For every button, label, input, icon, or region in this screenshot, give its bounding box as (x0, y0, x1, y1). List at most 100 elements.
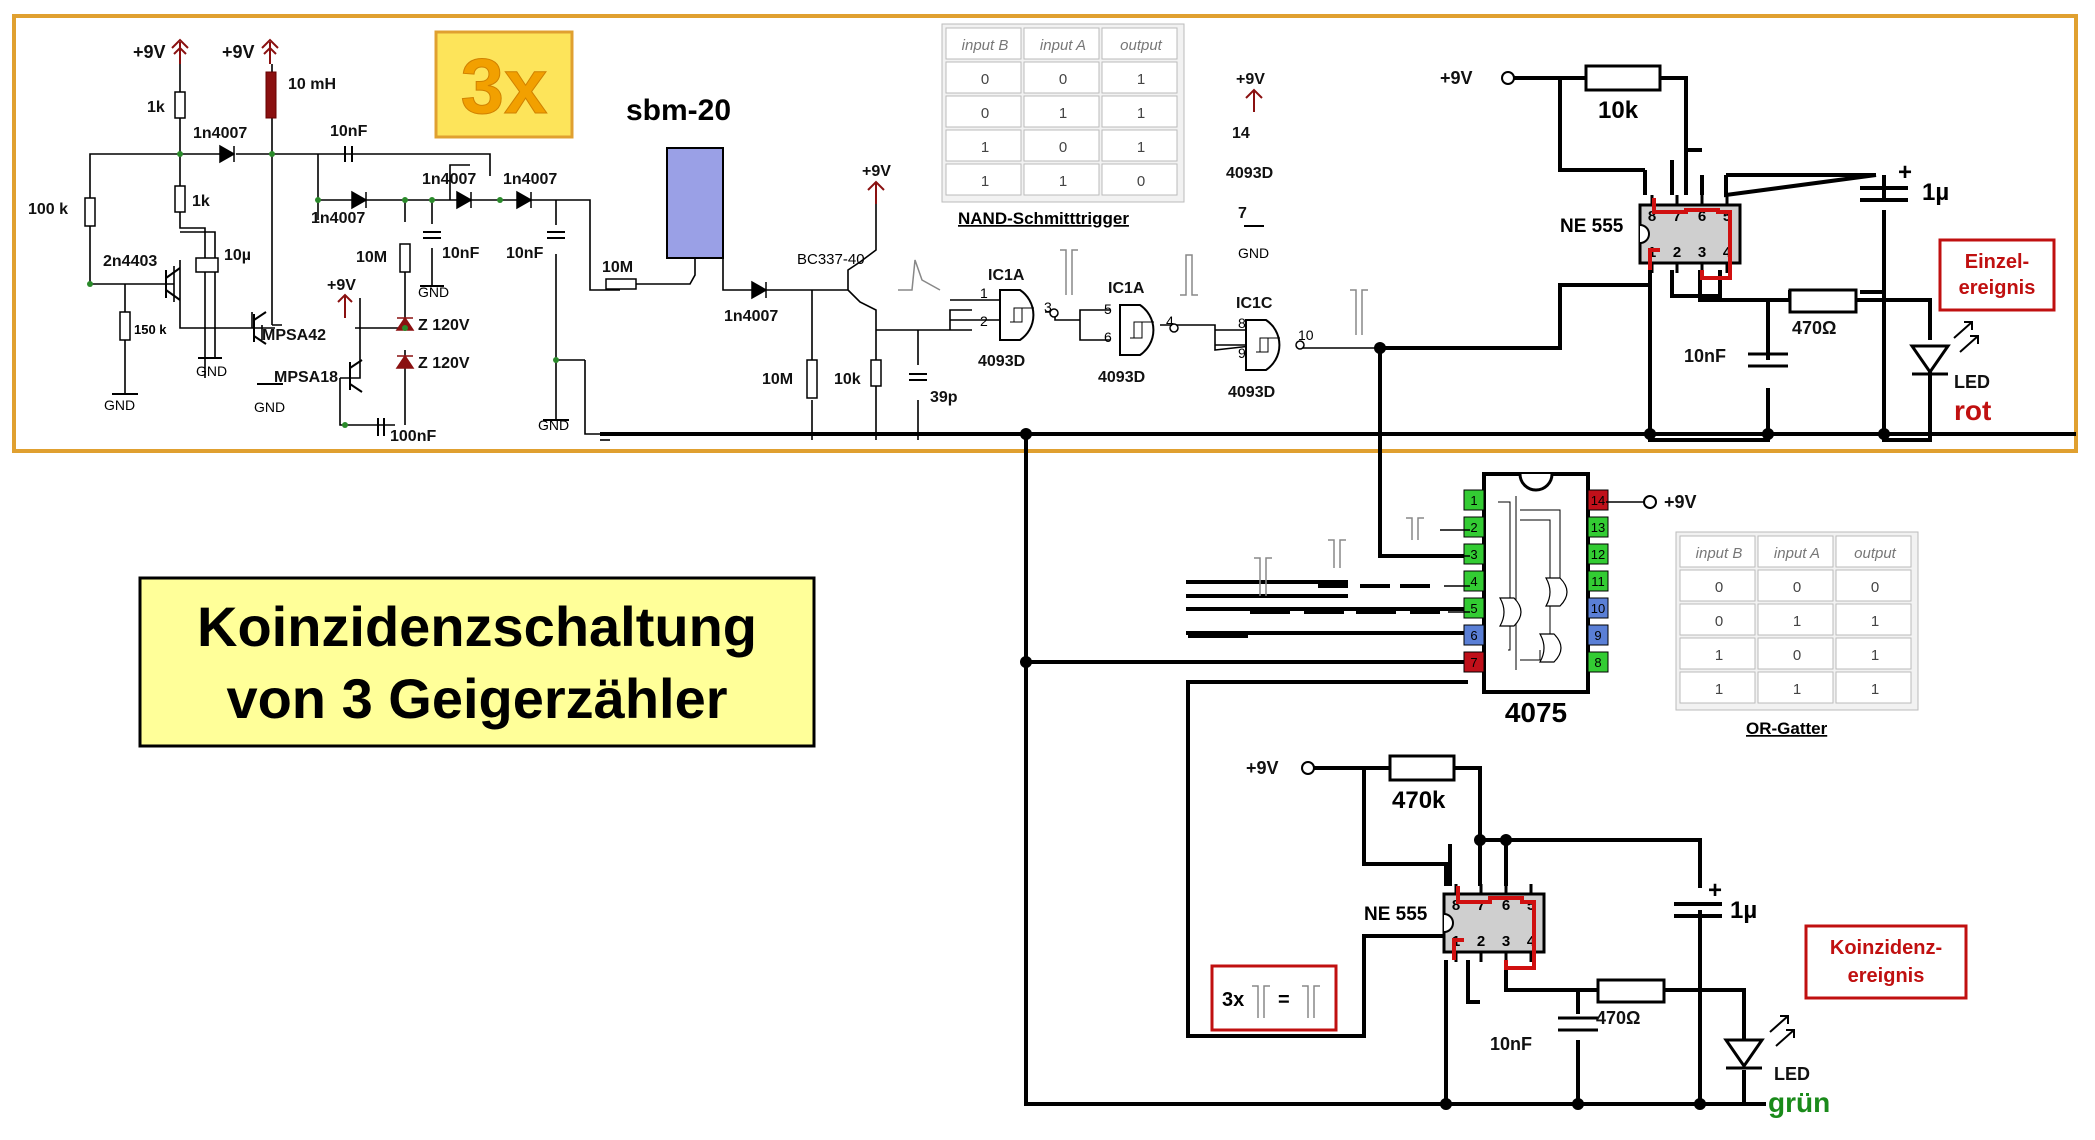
capacitor-c6-label: 39p (930, 389, 958, 406)
sensor-label: sbm-20 (626, 94, 731, 127)
resistor-r8-label: 10k (834, 371, 861, 388)
led-green-label: LED (1774, 1064, 1810, 1084)
gate-ic1a-pin3: 3 (1044, 299, 1052, 315)
or-table-cell: 0 (1715, 579, 1723, 596)
or-table-cell: 0 (1715, 613, 1723, 630)
ne555-pin-label: 6 (1502, 897, 1510, 914)
capacitor-c4 (547, 231, 565, 239)
gate-ic1c-pin9: 9 (1238, 345, 1246, 361)
hv-rail-3-label: +9V (327, 277, 356, 294)
or-chip-pin (1587, 597, 1609, 619)
multiplier-badge (434, 30, 574, 139)
or-chip-pin (1587, 489, 1609, 511)
gate-ic1a-label: IC1A (988, 267, 1025, 284)
nand-table-header-2: output (1120, 37, 1163, 54)
detector-rail-arrow (867, 180, 885, 204)
resistor-r6-label: 10M (602, 259, 633, 276)
gate-ic1a-pin2: 2 (980, 313, 988, 329)
gate-ic1c (1245, 319, 1281, 371)
or-chip-pin (1463, 624, 1485, 646)
nand-table-cell: 1 (1059, 173, 1067, 190)
or-table-cell: 1 (1793, 681, 1801, 698)
capacitor-c5 (377, 418, 385, 436)
or-chip-pin (1463, 597, 1485, 619)
detector: 1n4007 +9V BC337-40 10M 10k 39p (724, 163, 972, 440)
event-box-single-line2: ereignis (1959, 277, 2036, 299)
pulse-glyph-3 (1350, 289, 1368, 335)
gate-ic1a (999, 289, 1035, 341)
nand-table-header-0: input B (962, 37, 1009, 54)
or-table-cell: 1 (1871, 681, 1879, 698)
capacitor-c1-label: 10nF (330, 123, 368, 140)
timer-top-rail-label: +9V (1440, 68, 1473, 88)
hv-rail-1-label: +9V (133, 42, 166, 62)
pulse-in-1 (1406, 517, 1424, 540)
resistor-r5 (399, 243, 411, 273)
gate-ic1a-part: 4093D (978, 353, 1025, 370)
led-red-label: LED (1954, 372, 1990, 392)
ne555-pin-label: 3 (1698, 244, 1706, 261)
or-chip-pin-label: 2 (1470, 520, 1477, 535)
inductor (265, 71, 277, 119)
or-chip-pin-label: 3 (1470, 547, 1477, 562)
or-chip-pin (1463, 516, 1485, 538)
or-gate-1 (1498, 597, 1522, 627)
geiger-tube (666, 147, 724, 259)
timer-bottom-resistor-label: 470k (1392, 787, 1446, 814)
resistor-r3 (84, 197, 96, 227)
or-table-cell: 0 (1793, 579, 1801, 596)
event-box-single (1938, 238, 2056, 312)
gate-ic1c-pin10: 10 (1298, 327, 1314, 343)
capacitor-c4-label: 10nF (506, 245, 544, 262)
nand-table-cell: 0 (981, 71, 989, 88)
or-chip-pin (1587, 624, 1609, 646)
nand-vss-pin: 7 (1238, 205, 1247, 222)
nand-table-cell: 1 (1059, 105, 1067, 122)
gnd-label-4: GND (418, 284, 449, 300)
hv-rail-2-label: +9V (222, 42, 255, 62)
ne555-pin-label: 3 (1502, 933, 1510, 950)
nand-gnd-label: GND (1238, 245, 1269, 261)
or-chip-pin-label: 13 (1591, 520, 1605, 535)
ne555-pin-label: 7 (1477, 897, 1485, 914)
or-chip-pin (1587, 516, 1609, 538)
resistor-r4 (119, 311, 131, 341)
pulse-glyph-1 (1060, 249, 1078, 295)
ne555-pin-label: 4 (1723, 244, 1732, 261)
gate-ic1b-pin6: 6 (1104, 329, 1112, 345)
or-chip-pin-label: 5 (1470, 601, 1477, 616)
hv-rail-2-arrow (261, 38, 279, 64)
ne555-pin-label: 8 (1452, 897, 1460, 914)
detector-rail-label: +9V (862, 163, 891, 180)
diode-d5-label: 1n4007 (724, 308, 778, 325)
or-table-header-1: input A (1774, 545, 1820, 562)
ne555-pin-label: 5 (1527, 897, 1535, 914)
nand-section: IC1A 4093D 1 2 3 IC1A 4093D 5 6 4 IC1C 4… (950, 71, 1386, 401)
ne555-pin-label: 4 (1527, 933, 1536, 950)
or-table-header-2: output (1854, 545, 1897, 562)
nand-table-caption: NAND-Schmitttrigger (958, 209, 1129, 228)
gnd-label-1: GND (104, 397, 135, 413)
gnd-label-2: GND (196, 363, 227, 379)
resistor-r5-label: 10M (356, 249, 387, 266)
event-box-single-line1: Einzel- (1965, 251, 2029, 273)
or-gate-2 (1544, 577, 1568, 607)
gate-ic1b (1119, 304, 1155, 356)
ne555-bottom-label: NE 555 (1364, 904, 1428, 925)
resistor-r1 (174, 91, 186, 119)
nand-table-cell: 1 (1137, 71, 1145, 88)
diode-d1-label: 1n4007 (193, 125, 247, 142)
bus-wiring (600, 348, 2076, 1106)
bus-junctions (1020, 342, 1890, 668)
timer-top-resistor (1584, 64, 1662, 92)
nand-wiring (950, 299, 1386, 351)
resistor-r7 (806, 359, 818, 399)
capacitor-c3-label: 10nF (442, 245, 480, 262)
nand-table-cell: 0 (1137, 173, 1145, 190)
or-chip-pin-label: 4 (1470, 574, 1477, 589)
capacitor-c2 (195, 257, 219, 273)
transistor-q4-label: BC337-40 (797, 251, 865, 268)
